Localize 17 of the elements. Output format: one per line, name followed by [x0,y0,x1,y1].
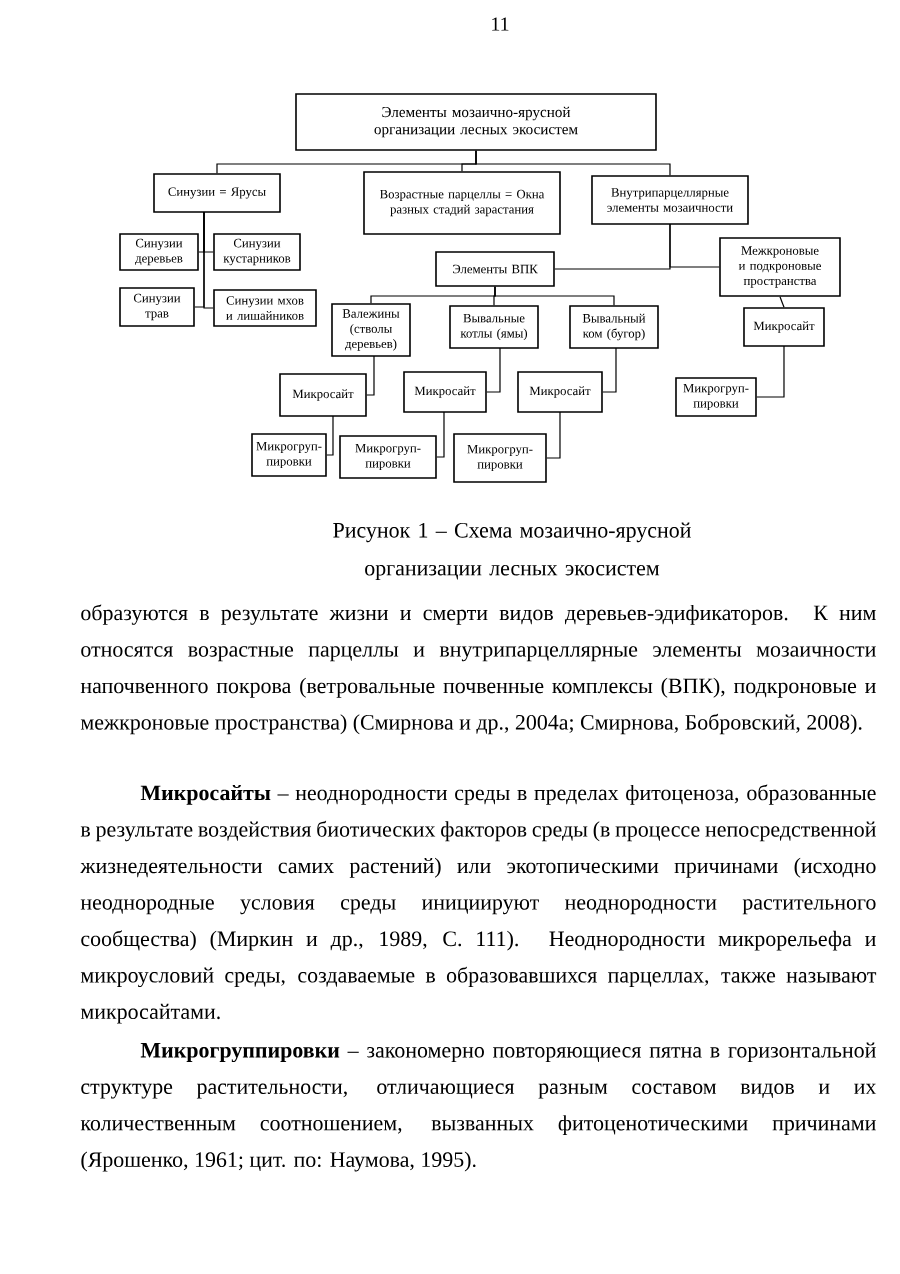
connector-line [494,286,615,306]
connector-line [326,415,334,456]
body-paragraph: Микросайты – неоднородности среды в пределах фитоценоза, образованные в результате воздействия биотических факторов среды (в процессе непосредственной жизнедеятельности самих растений) или экотопическими причинами (исходно неоднородные условия среды инициируют неоднородности растительного сообщества) (Миркин и др., 1989, С. 111). Неоднородности микрорельефа и микроусловий среды, создаваемые в образовавшихся парцеллах, также называют микросайтами. [80,784,877,1024]
connector-line [546,411,561,459]
connector-line [756,345,785,398]
body-paragraph: образуются в результате жизни и смерти видов деревьев-эдификаторов. К ним относятся возрастные парцеллы и внутрипарцеллярные элементы мозаичности напочвенного покрова (ветровальные почвенные комплексы (ВПК), подкроновые и межкроновые пространства) (Смирнова и др., 2004а; Смирнова, Бобровский, 2008). [80,604,876,735]
connector-line [602,347,617,393]
connector-line [475,150,671,176]
body-paragraph: Микрогруппировки – закономерно повторяющиеся пятна в горизонтальной структуре растительности, отличающиеся разным составом видов и их количественным соотношением, вызванных фитоценотическими причинами (Ярошенко, 1961; цит. по: Наумова, 1995). [80,1042,877,1172]
connector-line [366,355,375,396]
page-number: 11 [492,17,509,31]
figure-caption: Рисунок 1 – Схема мозаично-ярусной организации лесных экосистем [333,522,691,580]
connector-line [203,211,214,309]
connector-line [436,411,445,458]
connector-line [669,223,720,268]
connector-line [486,347,501,393]
connector-line [779,296,785,308]
